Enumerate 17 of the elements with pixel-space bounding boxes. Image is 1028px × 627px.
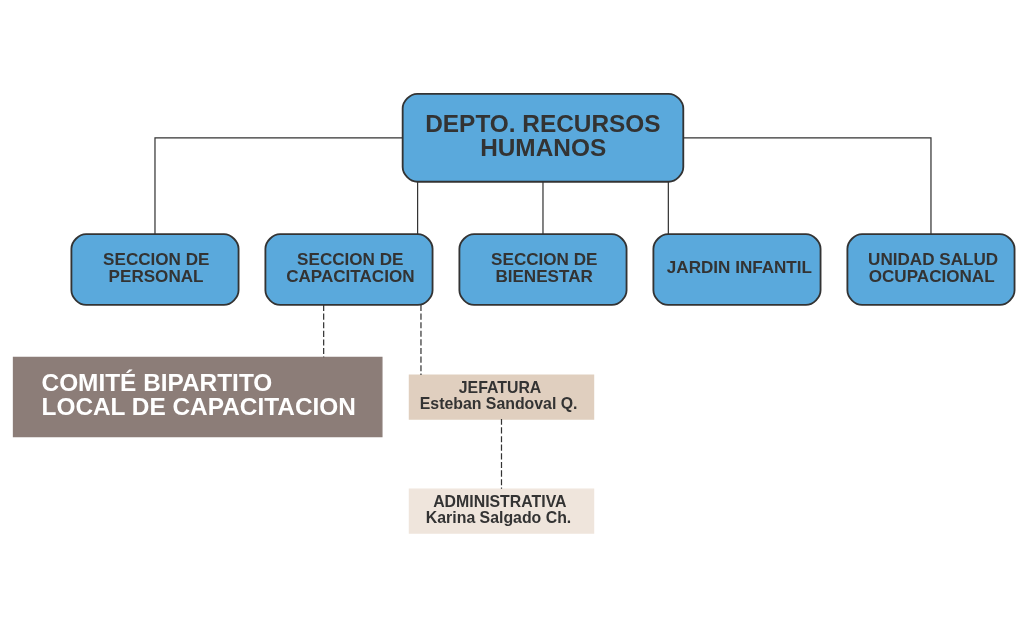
node-box: SECCION DE CAPACITACION xyxy=(264,233,434,306)
node-box: DEPTO. RECURSOS HUMANOS xyxy=(401,92,685,183)
connector xyxy=(323,304,325,358)
connector xyxy=(500,418,503,490)
node-box: JARDIN INFANTIL xyxy=(652,233,822,306)
connector xyxy=(667,181,669,235)
node-box: SECCION DE PERSONAL xyxy=(70,233,240,306)
node-box: COMITÉ BIPARTITO LOCAL DE CAPACITACION xyxy=(12,356,383,438)
node-box: ADMINISTRATIVA Karina Salgado Ch. xyxy=(408,488,595,534)
node-box: JEFATURA Esteban Sandoval Q. xyxy=(408,374,595,420)
node-box: UNIDAD SALUD OCUPACIONAL xyxy=(846,233,1016,306)
connector xyxy=(417,181,419,235)
connector xyxy=(154,137,403,235)
node-box: SECCION DE BIENESTAR xyxy=(458,233,628,306)
connector xyxy=(683,137,932,235)
connector xyxy=(420,304,422,376)
connector xyxy=(542,181,544,235)
